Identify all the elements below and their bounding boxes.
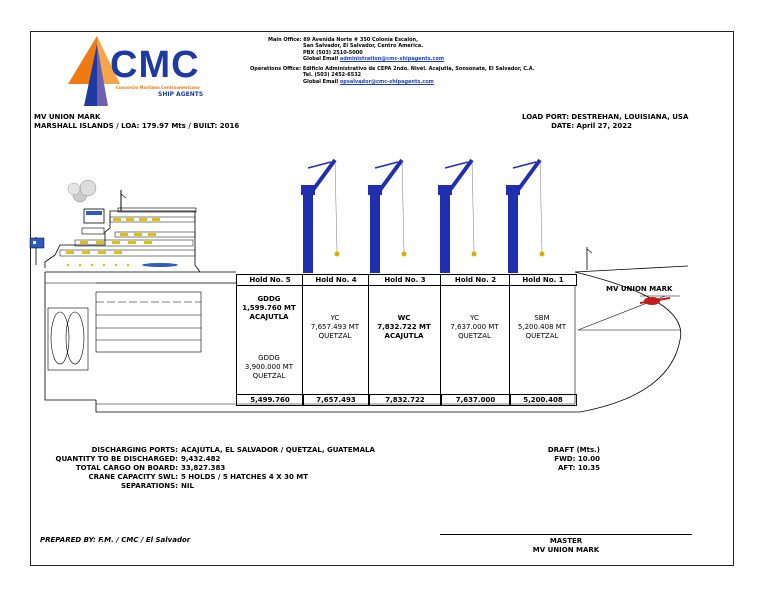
main-office-line: PBX (503) 2510-5000 xyxy=(303,49,363,56)
hold-total-2: 7,637.000 xyxy=(440,394,511,406)
vessel-details: MARSHALL ISLANDS / LOA: 179.97 Mts / BUI… xyxy=(34,122,240,130)
cargo-text: 7,657.493 MT xyxy=(310,323,360,331)
cargo-text: ACAJUTLA xyxy=(249,313,289,321)
superstructure xyxy=(44,207,201,273)
cargo-text: YC xyxy=(330,314,340,322)
main-office-line: Global Email xyxy=(303,56,340,63)
hold-header-2: Hold No. 2 xyxy=(440,274,511,286)
logo-tagline: Consorcio Marítimo Centroamericano xyxy=(116,85,200,90)
info-value: 33,827.383 xyxy=(181,464,226,472)
cargo-text: ACAJUTLA xyxy=(384,332,424,340)
anchor-icon xyxy=(639,297,671,305)
hold-total-4: 7,657.493 xyxy=(302,394,370,406)
crane-icon-3 xyxy=(438,158,477,273)
cargo-hold5-top: GDDG 1,599.760 MT ACAJUTLA xyxy=(236,295,302,322)
signature-line xyxy=(440,534,692,535)
draft-aft: AFT: 10.35 xyxy=(558,464,600,472)
info-label: CRANE CAPACITY SWL: xyxy=(88,473,178,481)
hold-total-3: 7,832.722 xyxy=(368,394,442,406)
main-office-email-link[interactable]: administration@cmc-shipagents.com xyxy=(339,56,445,63)
info-label: DISCHARGING PORTS: xyxy=(91,446,178,454)
cargo-text: GDDG xyxy=(258,354,280,362)
vessel-name: MV UNION MARK xyxy=(34,113,101,121)
load-date: DATE: April 27, 2022 xyxy=(551,122,632,130)
cargo-text: QUETZAL xyxy=(318,332,352,340)
cargo-text: WC xyxy=(397,314,411,322)
info-value: ACAJUTLA, EL SALVADOR / QUETZAL, GUATEMA… xyxy=(181,446,375,454)
engine-room xyxy=(47,291,202,371)
cargo-hold3: WC 7,832.722 MT ACAJUTLA xyxy=(368,314,440,341)
info-value: NIL xyxy=(181,482,194,490)
draft-title: DRAFT (Mts.) xyxy=(547,446,600,454)
master-vessel: MV UNION MARK xyxy=(532,546,600,554)
logo-letters: CMC xyxy=(110,44,200,86)
cargo-text: SBM xyxy=(534,314,550,322)
cargo-text: 3,900.000 MT xyxy=(244,363,294,371)
cargo-text: 7,637.000 MT xyxy=(450,323,499,331)
bow-mast-icon xyxy=(586,247,593,270)
info-value: 5 HOLDS / 5 HATCHES 4 X 30 MT xyxy=(181,473,308,481)
cargo-hold1: SBM 5,200.408 MT QUETZAL xyxy=(509,314,575,341)
ops-office-line: Edificio Administrativo de CEPA 2ndo. Ni… xyxy=(302,66,535,72)
ops-office-line: Global Email xyxy=(303,78,340,85)
flag-icon xyxy=(29,237,45,265)
cargo-text: YC xyxy=(470,314,479,322)
hold-header-5: Hold No. 5 xyxy=(236,274,304,286)
cargo-text: QUETZAL xyxy=(525,332,559,340)
main-office-line: 89 Avenida Norte # 350 Colonia Escalón, xyxy=(303,37,418,43)
window-rows xyxy=(66,218,160,267)
hold-dividers xyxy=(236,284,575,394)
load-port-block: LOAD PORT: DESTREHAN, LOUISIANA, USA DAT… xyxy=(522,113,688,131)
vessel-header: MV UNION MARK MARSHALL ISLANDS / LOA: 17… xyxy=(34,113,239,131)
hull-outline xyxy=(44,265,689,413)
cmc-logo: CMC Consorcio Marítimo Centroamericano S… xyxy=(62,32,212,110)
cmc-logo-mark xyxy=(68,36,120,106)
logo-subtitle: SHIP AGENTS xyxy=(158,91,204,98)
main-office-label: Main Office: xyxy=(268,37,302,43)
cargo-text: QUETZAL xyxy=(252,372,286,380)
cargo-hold4: YC 7,657.493 MT QUETZAL xyxy=(302,314,368,341)
info-value: 9,432.482 xyxy=(181,455,221,463)
main-office-line: San Salvador, El Salvador, Centro Americ… xyxy=(303,43,424,50)
mast-icon xyxy=(120,190,127,211)
cargo-text: GDDG xyxy=(257,295,281,303)
info-label: SEPARATIONS: xyxy=(120,482,178,490)
ops-office-line: Tel. (503) 2452-6532 xyxy=(303,72,362,79)
page-frame xyxy=(30,31,734,566)
cargo-hold2: YC 7,637.000 MT QUETZAL xyxy=(440,314,509,341)
master-label: MASTER xyxy=(549,537,583,545)
cargo-text: 1,599.760 MT xyxy=(242,304,296,312)
cargo-text: 5,200.408 MT xyxy=(517,323,567,331)
hold-total-1: 5,200.408 xyxy=(509,394,577,406)
crane-icon-1 xyxy=(301,158,340,273)
ops-office-label: Operations Office: xyxy=(250,66,302,72)
draft-block: DRAFT (Mts.) FWD: 10.00 AFT: 10.35 xyxy=(530,446,600,473)
crane-icon-4 xyxy=(506,158,545,273)
hold-header-1: Hold No. 1 xyxy=(509,274,577,286)
prepared-by: PREPARED BY: F.M. / CMC / El Salvador xyxy=(40,536,191,544)
funnel-icon xyxy=(67,179,105,224)
cargo-hold5-bottom: GDDG 3,900.000 MT QUETZAL xyxy=(236,354,302,381)
load-port: LOAD PORT: DESTREHAN, LOUISIANA, USA xyxy=(522,113,689,121)
ops-office-block: Operations Office: Edificio Administrati… xyxy=(250,66,535,85)
main-office-block: Main Office: 89 Avenida Norte # 350 Colo… xyxy=(268,37,444,63)
cargo-text: 7,832.722 MT xyxy=(377,323,431,331)
info-label: TOTAL CARGO ON BOARD: xyxy=(75,464,178,472)
master-signature: MASTER MV UNION MARK xyxy=(440,537,692,555)
hold-header-4: Hold No. 4 xyxy=(302,274,370,286)
hold-total-5: 5,499.760 xyxy=(236,394,304,406)
ops-office-email-link[interactable]: opsalvador@cmc-shipagents.com xyxy=(339,78,434,85)
info-label: QUANTITY TO BE DISCHARGED: xyxy=(55,455,178,463)
cargo-text: QUETZAL xyxy=(458,332,491,340)
crane-icon-2 xyxy=(368,158,407,273)
bow-vessel-label: MV UNION MARK xyxy=(606,285,673,293)
draft-fwd: FWD: 10.00 xyxy=(554,455,600,463)
